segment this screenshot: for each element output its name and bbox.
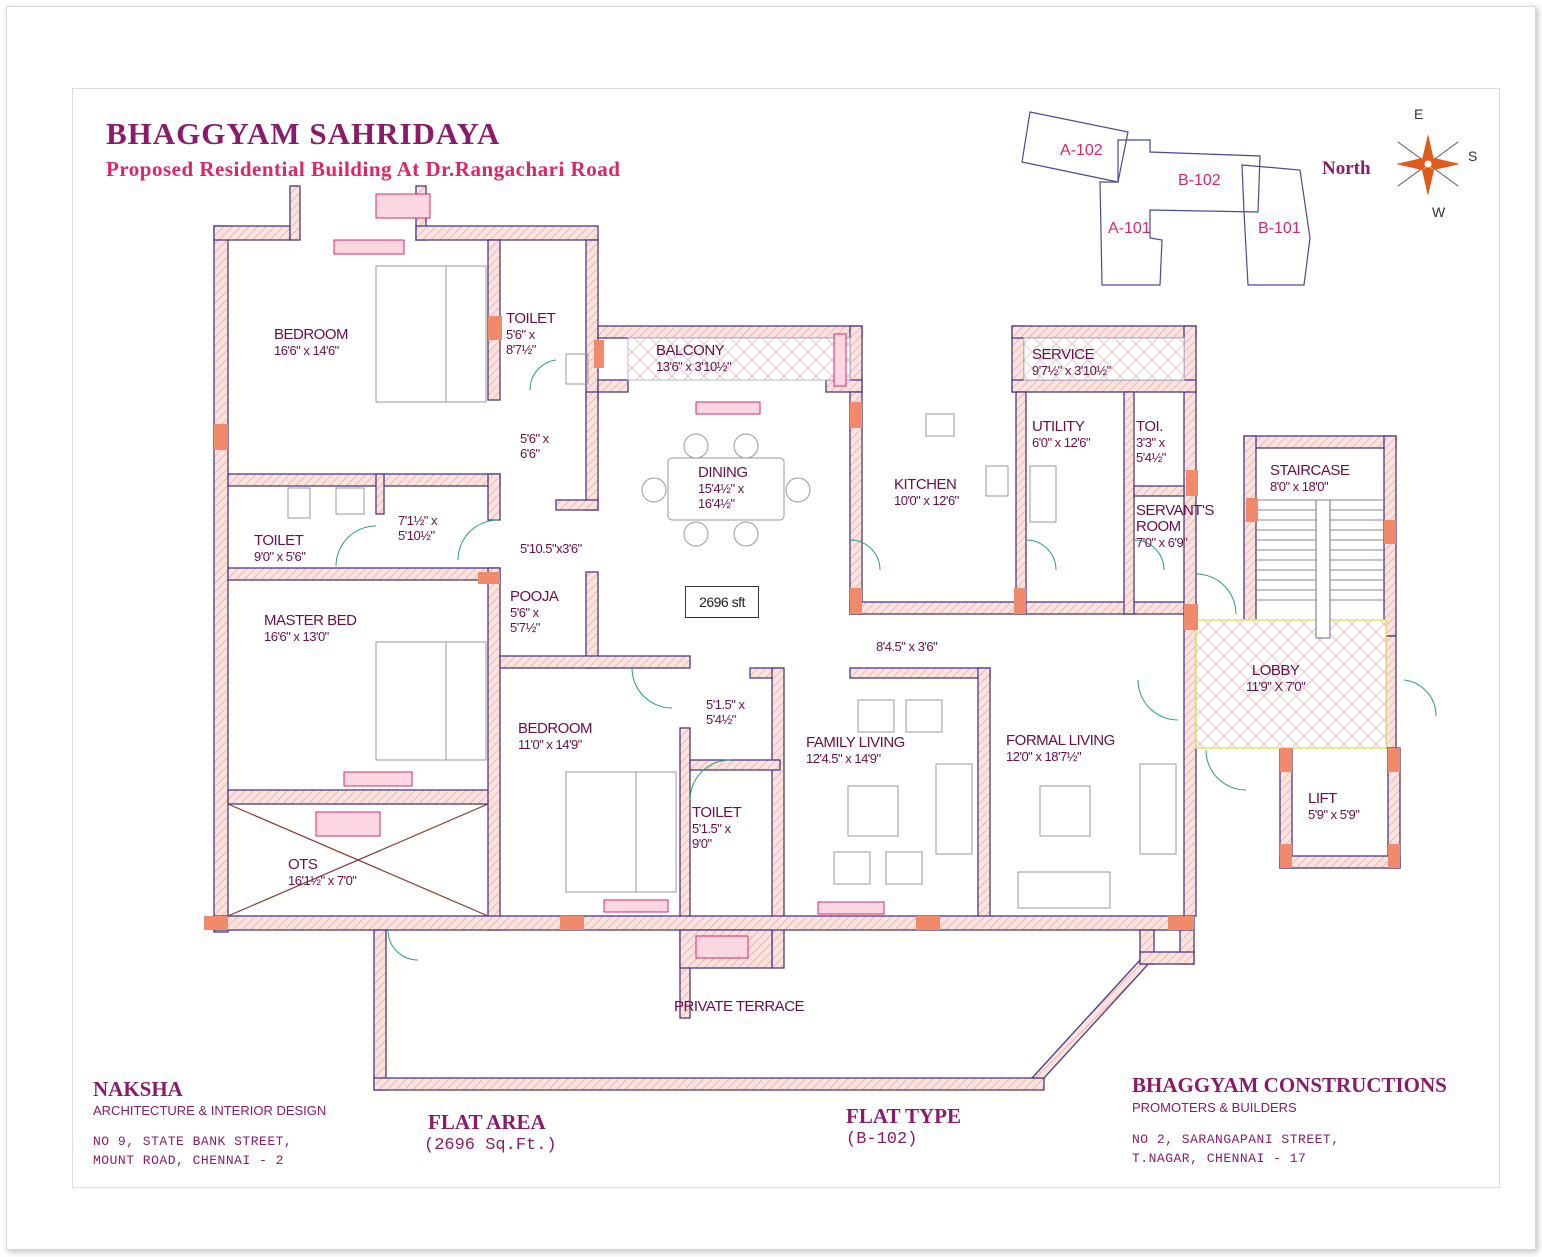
windows: [315, 193, 885, 959]
room-toilet-3: TOILET 5'1.5" x 9'0": [692, 804, 742, 852]
room-lift: LIFT 5'9" x 5'9": [1308, 790, 1360, 823]
passage-5: 5'1.5" x 5'4½": [706, 697, 745, 727]
room-formal-living: FORMAL LIVING 12'0" x 18'7½": [1006, 732, 1115, 765]
builder-tagline: PROMOTERS & BUILDERS: [1132, 1100, 1297, 1115]
builder-name: BHAGGYAM CONSTRUCTIONS: [1132, 1073, 1447, 1097]
room-master-bed: MASTER BED 16'6" x 13'0": [264, 612, 357, 645]
flat-type-label: FLAT TYPE: [846, 1104, 961, 1128]
compass-south-label: S: [1468, 148, 1478, 164]
key-plan: [1021, 111, 1311, 286]
project-title: BHAGGYAM SAHRIDAYA: [106, 116, 501, 151]
drawing-border: [72, 88, 1500, 1188]
flat-area-label: FLAT AREA: [428, 1110, 546, 1134]
room-family-living: FAMILY LIVING 12'4.5" x 14'9": [806, 734, 905, 767]
flat-area-value: (2696 Sq.Ft.): [424, 1136, 557, 1155]
passage-4: 8'4.5" x 3'6": [876, 639, 938, 654]
compass-north-label: North: [1322, 158, 1371, 179]
builder-address-2: T.NAGAR, CHENNAI - 17: [1132, 1151, 1307, 1166]
ots-void: [227, 803, 489, 917]
architect-name: NAKSHA: [93, 1077, 183, 1101]
room-toilet-2: TOILET 9'0" x 5'6": [254, 532, 306, 565]
balcony-floor: [627, 337, 851, 381]
compass-east-label: E: [1414, 106, 1424, 122]
columns: [204, 316, 1400, 930]
passage-3: 5'10.5"x3'6": [520, 541, 582, 556]
room-private-terrace: PRIVATE TERRACE: [674, 998, 805, 1015]
room-bedroom-2: BEDROOM 11'0" x 14'9": [518, 720, 593, 753]
key-block-b101-label: B-101: [1258, 220, 1301, 237]
key-block-a102-label: A-102: [1060, 142, 1103, 159]
walls: [213, 185, 1401, 1091]
key-block-b102-label: B-102: [1178, 172, 1221, 189]
architect-address-2: MOUNT ROAD, CHENNAI - 2: [93, 1153, 284, 1168]
room-dining: DINING 15'4½" x 16'4½": [698, 464, 748, 512]
door-swings: [335, 359, 1437, 961]
architect-tagline: ARCHITECTURE & INTERIOR DESIGN: [93, 1103, 327, 1118]
room-bedroom-1: BEDROOM 16'6" x 14'6": [274, 326, 349, 359]
room-ots: OTS 16'1½" x 7'0": [288, 856, 357, 889]
room-toilet-1: TOILET 5'6" x 8'7½": [506, 310, 556, 358]
key-block-a101-label: A-101: [1108, 220, 1151, 237]
flat-type-value: (B-102): [846, 1130, 918, 1149]
service-floor: [1023, 337, 1185, 381]
passage-1: 5'6" x 6'6": [520, 431, 549, 461]
passage-2: 7'1½" x 5'10½": [398, 513, 438, 543]
lobby-floor: [1195, 619, 1387, 749]
room-pooja: POOJA 5'6" x 5'7½": [510, 588, 559, 636]
room-service: SERVICE 9'7½" x 3'10½": [1032, 346, 1111, 379]
compass-west-label: W: [1432, 204, 1446, 220]
room-balcony: BALCONY 13'6" x 3'10½": [656, 342, 732, 375]
staircase-treads: [1256, 499, 1384, 639]
architect-address-1: NO 9, STATE BANK STREET,: [93, 1134, 293, 1149]
room-servants-room: SERVANT'S ROOM 7'0" x 6'9": [1136, 502, 1214, 551]
area-box: 2696 sft: [685, 586, 759, 618]
room-utility: UTILITY 6'0" x 12'6": [1032, 418, 1091, 451]
room-kitchen: KITCHEN 10'0" x 12'6": [894, 476, 959, 509]
project-subtitle: Proposed Residential Building At Dr.Rang…: [106, 157, 621, 181]
builder-address-1: NO 2, SARANGAPANI STREET,: [1132, 1132, 1340, 1147]
room-staircase: STAIRCASE 8'0" x 18'0": [1270, 462, 1350, 495]
furniture: [287, 265, 1177, 909]
room-lobby: LOBBY 11'9" X 7'0": [1246, 662, 1306, 695]
room-toi: TOI. 3'3" x 5'4½": [1136, 418, 1166, 466]
compass-rose: [1396, 134, 1460, 196]
